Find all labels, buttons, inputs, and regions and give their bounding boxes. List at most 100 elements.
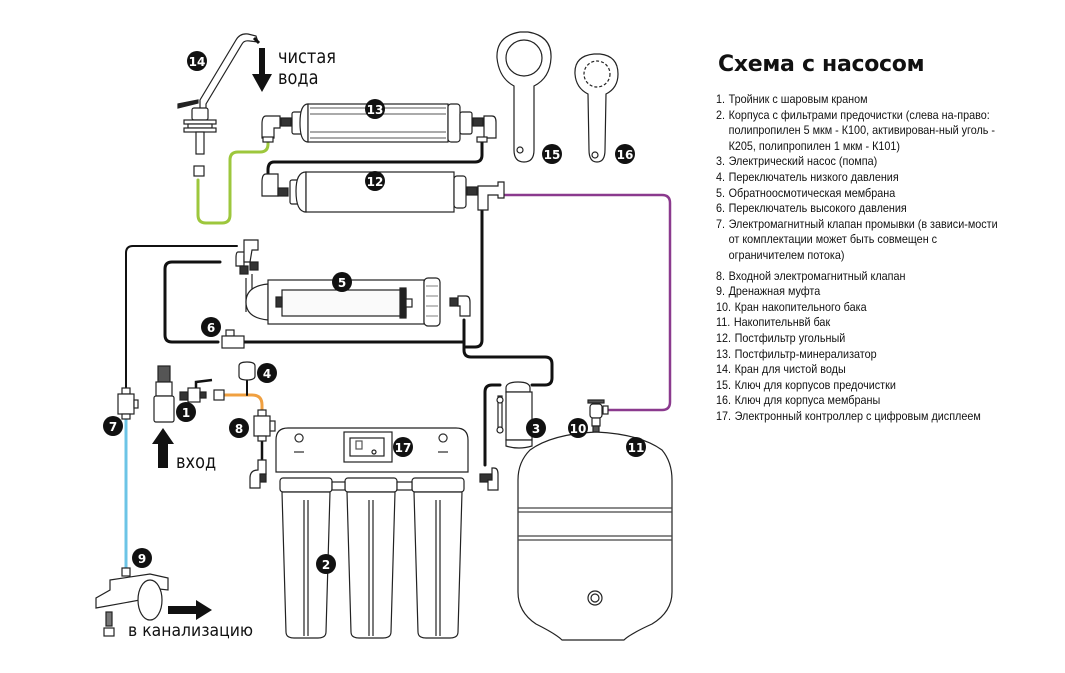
legend-item-number: 16. [716,393,732,408]
legend-item: 11.Накопительнвй бак [716,315,1000,331]
legend-item: 16.Ключ для корпуса мембраны [716,393,1000,409]
marker-3: 3 [526,418,546,438]
inlet-arrow-icon [152,428,174,468]
marker-2: 2 [316,554,336,574]
legend-item-text: Накопительнвй бак [733,315,831,330]
legend-item-text: Переключатель высокого давления [728,201,907,216]
svg-text:7: 7 [109,420,117,434]
tube-pump-to-prefilter [483,383,502,467]
legend-item: 14.Кран для чистой воды [716,362,1000,378]
marker-7: 7 [103,416,123,436]
drain-saddle [95,567,169,637]
high-pressure-switch [221,329,245,349]
inlet-solenoid-valve [253,409,276,442]
legend-item-text: Переключатель низкого давления [728,169,899,184]
legend-item-number: 12. [716,330,732,345]
clean-water-label-line1: чистая [278,46,336,68]
legend-item: 3.Электрический насос (помпа) [716,154,1000,170]
marker-6: 6 [201,317,221,337]
marker-8: 8 [229,418,249,438]
clean-water-faucet [177,33,261,177]
marker-11: 11 [626,437,646,457]
legend-item-number: 14. [716,362,732,377]
legend-item-text: Ключ для корпусов предочистки [734,377,896,392]
legend-item-number: 5. [716,185,726,200]
legend-item: 13.Постфильтр-минерализатор [716,347,1000,363]
tube-high-pressure [163,260,466,344]
inlet-tee-ball-valve [153,365,225,423]
tee-fitting [477,181,505,211]
legend-item-text: Кран для чистой воды [734,362,846,377]
svg-text:17: 17 [395,441,412,455]
tube-membrane-to-pump [462,318,554,387]
legend-item-number: 3. [716,154,726,169]
svg-text:8: 8 [235,422,243,436]
tube-inlet [222,393,264,414]
marker-4: 4 [257,363,277,383]
legend-item-number: 6. [716,201,726,216]
svg-text:10: 10 [570,422,587,436]
legend-item: 6.Переключатель высокого давления [716,201,1000,217]
legend-item: 17.Электронный контроллер с цифровым дис… [716,409,1000,425]
legend-item-number: 4. [716,169,726,184]
legend-item: 5.Обратноосмотическая мембрана [716,186,1000,202]
marker-13: 13 [365,99,385,119]
legend-item-text: Тройник с шаровым краном [728,92,868,106]
tube-clean-water [196,138,270,225]
legend-item-number: 2. [716,107,726,122]
legend-item-number: 7. [716,216,726,231]
svg-text:16: 16 [617,148,634,162]
inlet-label: вход [176,451,217,473]
prefilter-housing-wrench [496,31,552,163]
marker-9: 9 [132,548,152,568]
svg-text:5: 5 [338,276,346,290]
legend-item-text: Дренажная муфта [728,284,821,299]
marker-14: 14 [187,51,207,71]
legend-item: 8.Входной электромагнитный клапан [716,269,1000,285]
svg-text:14: 14 [189,55,206,69]
drain-arrow-icon [168,600,212,620]
svg-text:4: 4 [263,367,271,381]
marker-16: 16 [615,144,635,164]
legend-item-text: Электромагнитный клапан промывки (в зави… [728,216,998,262]
electric-pump [496,381,533,449]
marker-5: 5 [332,272,352,292]
legend-item-text: Постфильтр-минерализатор [734,346,877,361]
legend-title: Схема с насосом [718,52,925,77]
ro-membrane [235,239,471,327]
marker-1: 1 [176,402,196,422]
clean-water-label-line2: вода [278,67,319,89]
legend-item: 12.Постфильтр угольный [716,331,1000,347]
legend-item: 7.Электромагнитный клапан промывки (в за… [716,217,1000,264]
legend-item-number: 11. [716,315,731,330]
legend-item-number: 17. [716,408,732,423]
marker-10: 10 [568,418,588,438]
svg-text:2: 2 [322,558,330,572]
svg-text:6: 6 [207,321,215,335]
legend-item-number: 8. [716,268,726,283]
svg-text:15: 15 [544,148,561,162]
legend-item: 4.Переключатель низкого давления [716,170,1000,186]
svg-text:9: 9 [138,552,146,566]
clean-water-label: чистая вода [278,47,336,89]
legend-item: 1.Тройник с шаровым краном [716,92,1000,108]
drain-label: в канализацию [128,621,254,641]
storage-tank [517,431,673,641]
marker-12: 12 [365,171,385,191]
membrane-housing-wrench [574,53,619,163]
legend-item-number: 1. [716,92,726,106]
legend-item-text: Кран накопительного бака [734,299,867,314]
legend-item-text: Электрический насос (помпа) [728,154,878,169]
svg-text:3: 3 [532,422,540,436]
number-markers: 14 13 12 15 16 5 6 4 1 7 8 17 3 10 11 2 … [103,51,646,574]
legend-item-text: Корпуса с фильтрами предочистки (слева н… [728,107,996,153]
tube-tank [498,193,672,412]
svg-text:13: 13 [367,103,384,117]
svg-text:11: 11 [628,441,645,455]
flush-solenoid-valve [117,387,139,420]
svg-text:12: 12 [367,175,384,189]
tube-drain-upper [125,245,238,391]
legend-item-number: 9. [716,284,726,299]
